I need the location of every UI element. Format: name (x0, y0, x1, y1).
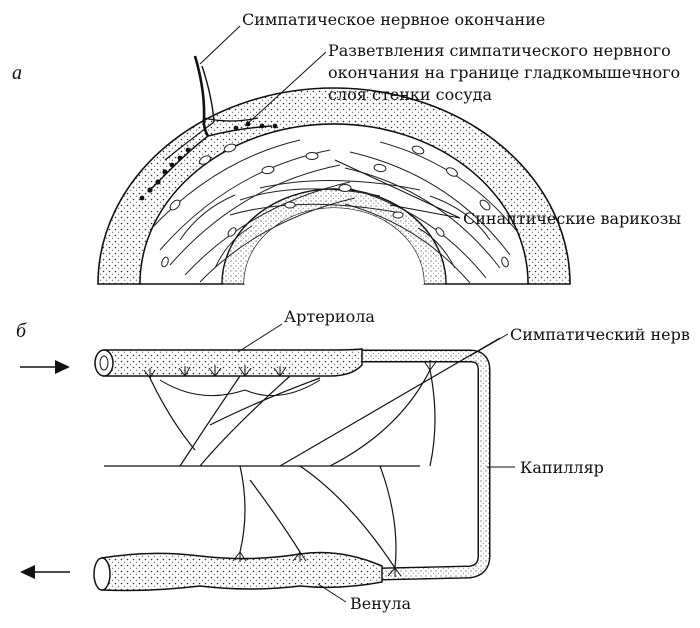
synaptic-varicosities (139, 121, 278, 201)
vessel-lumen (244, 208, 424, 284)
label-arteriole: Артериола (284, 307, 375, 326)
label-nerve-ending: Симпатическое нервное окончание (242, 10, 546, 29)
label-varicosities: Синаптические варикозы (463, 209, 682, 228)
leader-lines-a (199, 25, 461, 219)
label-capillary: Капилляр (520, 458, 604, 477)
venule-opening (93, 557, 111, 591)
panel-a-letter: а (12, 62, 22, 84)
venule-tube (101, 551, 383, 592)
label-branches-line2: окончания на границе гладкомышечного (328, 63, 681, 82)
label-venule: Венула (350, 594, 412, 613)
vessel-wall-section (97, 25, 571, 285)
muscle-cell-nuclei (161, 143, 509, 268)
flow-in-arrow (20, 360, 70, 374)
arteriole-nerve-terminals (143, 360, 437, 397)
label-branches-line3: слоя стенки сосуда (328, 85, 492, 104)
flow-out-arrow (20, 565, 70, 579)
capillary-loop (360, 349, 491, 581)
panel-b-letter: б (16, 320, 27, 342)
nerve-ending (147, 55, 273, 193)
label-branches-line1: Разветвления симпатического нервного (328, 41, 671, 60)
label-sympathetic-nerve: Симпатический нерв (510, 325, 690, 344)
venule-nerve-terminals (232, 551, 402, 577)
sympathetic-nerve-fibers (104, 337, 501, 569)
arteriole-tube (103, 348, 363, 377)
muscle-fibers (149, 139, 521, 284)
leader-lines-b (237, 323, 515, 603)
microcirculation-diagram (20, 323, 515, 603)
